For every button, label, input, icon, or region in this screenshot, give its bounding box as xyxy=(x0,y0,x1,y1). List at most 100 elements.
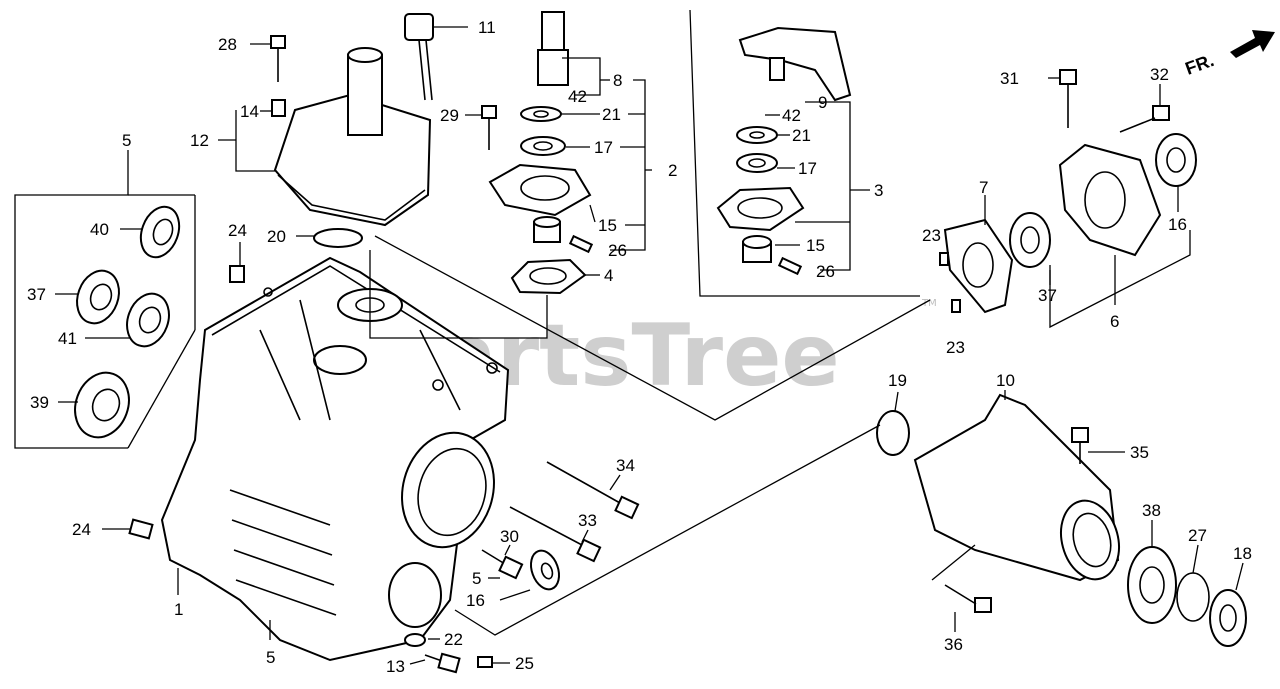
holder-29 xyxy=(488,163,592,217)
callout-24-bottom: 24 xyxy=(72,520,91,539)
bolt-34 xyxy=(546,461,640,520)
bearing-cover-6 xyxy=(1058,143,1162,257)
callout-25: 25 xyxy=(515,654,534,673)
callout-5-bottom: 5 xyxy=(266,648,275,667)
callout-13: 13 xyxy=(386,657,405,676)
bearing-41 xyxy=(126,292,170,348)
dowel-24-bottom xyxy=(128,518,154,540)
callout-19: 19 xyxy=(888,371,907,390)
bearing-37-left xyxy=(76,269,120,325)
callout-17-a: 17 xyxy=(594,138,613,157)
callout-1: 1 xyxy=(174,600,183,619)
o-ring-20 xyxy=(313,228,363,248)
gasket-4 xyxy=(510,258,587,295)
watermark-trademark: TM xyxy=(921,298,937,309)
callout-33: 33 xyxy=(578,511,597,530)
callout-15-b: 15 xyxy=(806,236,825,255)
callout-16-mid: 16 xyxy=(466,591,485,610)
bolt-36 xyxy=(944,584,992,613)
washer-21-a xyxy=(520,106,562,122)
gasket-7 xyxy=(943,218,1014,314)
callout-36: 36 xyxy=(944,635,963,654)
callout-38: 38 xyxy=(1142,501,1161,520)
callout-40: 40 xyxy=(90,220,109,239)
front-arrow-icon xyxy=(1230,30,1275,58)
transmission-case xyxy=(160,256,510,662)
seal-17-b xyxy=(736,153,778,173)
callout-37-right: 37 xyxy=(1038,286,1057,305)
callout-15-a: 15 xyxy=(598,216,617,235)
callout-39: 39 xyxy=(30,393,49,412)
bearing-40 xyxy=(139,205,181,259)
bolt-31 xyxy=(1059,69,1077,128)
leader-lines xyxy=(55,26,1244,665)
bolt-28 xyxy=(270,35,286,82)
callout-32: 32 xyxy=(1150,65,1169,84)
callout-18: 18 xyxy=(1233,544,1252,563)
callout-20: 20 xyxy=(267,227,286,246)
callout-37-left: 37 xyxy=(27,285,46,304)
plug-25 xyxy=(477,656,493,668)
callout-26-a: 26 xyxy=(608,241,627,260)
axle-housing-bracket xyxy=(931,544,976,581)
callout-6: 6 xyxy=(1110,312,1119,331)
dipstick-11 xyxy=(404,13,434,101)
callout-21-b: 21 xyxy=(792,126,811,145)
bolt-30 xyxy=(481,549,524,580)
callout-26-b: 26 xyxy=(816,262,835,281)
dowel-23-a xyxy=(939,252,949,266)
callout-3: 3 xyxy=(874,181,883,200)
callout-9: 9 xyxy=(818,93,827,112)
shift-arm-group-bracket xyxy=(689,9,920,297)
callout-41: 41 xyxy=(58,329,77,348)
seal-17-a xyxy=(520,136,566,156)
seal-16 xyxy=(529,549,561,591)
callout-4: 4 xyxy=(604,266,613,285)
holder-3 xyxy=(716,186,805,232)
bearing-39 xyxy=(74,371,130,439)
callout-34: 34 xyxy=(616,456,635,475)
bolt-35 xyxy=(1071,427,1089,464)
bearing-16-right xyxy=(1155,133,1197,187)
callout-28: 28 xyxy=(218,35,237,54)
callout-7: 7 xyxy=(979,178,988,197)
washer-21-b xyxy=(736,126,778,144)
dowel-23-b xyxy=(951,299,961,313)
callout-14: 14 xyxy=(240,102,259,121)
callout-30: 30 xyxy=(500,527,519,546)
collar-15-b xyxy=(742,235,772,263)
callout-27: 27 xyxy=(1188,526,1207,545)
front-direction-label: FR. xyxy=(1183,50,1217,79)
bolt-13 xyxy=(424,652,461,674)
callout-8: 8 xyxy=(613,71,622,90)
pin-26-b xyxy=(777,256,803,276)
collar-14 xyxy=(271,99,286,117)
washer-22 xyxy=(404,633,426,647)
callout-22: 22 xyxy=(444,630,463,649)
callout-23-a: 23 xyxy=(922,226,941,245)
callout-12: 12 xyxy=(190,131,209,150)
shift-arm-9 xyxy=(738,26,852,102)
pin-26-a xyxy=(568,234,594,254)
dowel-24-top xyxy=(229,265,245,283)
collar-15-a xyxy=(533,216,561,243)
callout-24-top: 24 xyxy=(228,221,247,240)
callout-21-a: 21 xyxy=(602,105,621,124)
bolt-32 xyxy=(1119,105,1170,133)
callout-23-b: 23 xyxy=(946,338,965,357)
callout-42-a: 42 xyxy=(568,87,587,106)
callout-29: 29 xyxy=(440,106,459,125)
bearing-group-bracket xyxy=(14,150,196,449)
breather-cover xyxy=(273,47,432,227)
axle-housing-10 xyxy=(913,393,1120,582)
bolt-29 xyxy=(481,105,497,150)
right-cover-bracket xyxy=(1049,230,1191,329)
callout-5-mid: 5 xyxy=(472,569,481,588)
callout-10: 10 xyxy=(996,371,1015,390)
o-ring-19 xyxy=(876,410,910,456)
circlip-27 xyxy=(1176,572,1210,622)
callout-17-b: 17 xyxy=(798,159,817,178)
callout-labels: 28 11 8 42 21 17 2 29 14 12 5 40 24 20 1… xyxy=(27,18,1252,676)
oil-seal-18 xyxy=(1209,589,1247,647)
